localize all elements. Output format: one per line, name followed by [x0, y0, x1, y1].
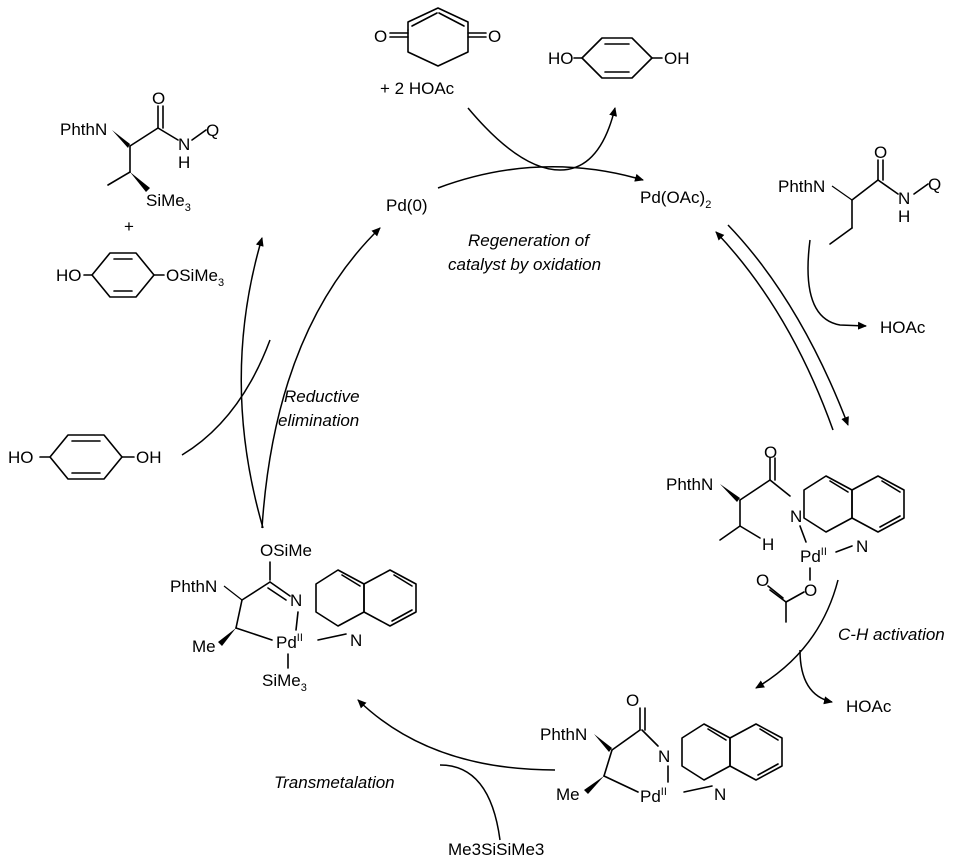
complex1-phthn: PhthN [666, 475, 713, 494]
arrow-reductive-elimination [240, 237, 264, 529]
product-o: O [152, 89, 165, 108]
product-sime3: SiMe3 [146, 191, 191, 214]
step-regeneration-line2: catalyst by oxidation [448, 255, 601, 274]
hq-left-oh: OH [136, 448, 162, 467]
step-regeneration-line1: Regeneration of [468, 231, 591, 250]
complex1-quinoline-n: N [856, 537, 868, 556]
complex2-o: O [626, 691, 639, 710]
palladacycle: PhthN O N Me PdII N [540, 691, 783, 806]
arrow-transmetalation [357, 699, 556, 771]
quinone-o-left: O [374, 27, 387, 46]
complex2-n: N [658, 747, 670, 766]
disilane-label: Me3SiSiMe3 [448, 840, 544, 859]
product-phthn: PhthN [60, 120, 107, 139]
product-molecule: PhthN O N H Q SiMe3 [60, 89, 219, 214]
substrate-molecule: PhthN O N H Q [778, 143, 941, 245]
substrate-n: N [898, 189, 910, 208]
arrow-pd0-to-pdoac2 [437, 166, 644, 189]
arrow-pdoac2-to-complex-forward [727, 224, 849, 426]
step-ch-activation: C-H activation [838, 625, 945, 644]
substrate-q: Q [928, 175, 941, 194]
hydroquinone-left: HO OH [8, 434, 162, 480]
complex1-oac-o: O [804, 581, 817, 600]
product-q: Q [206, 121, 219, 140]
pd-acetate-complex: PhthN O N H PdII N O O [666, 443, 905, 623]
quinone-o-right: O [488, 27, 501, 46]
hq-top-oh: OH [664, 49, 690, 68]
arrow-substrate-in [807, 239, 867, 330]
complex3-pd: PdII [276, 632, 303, 652]
hydroquinone-top: HO OH [548, 37, 690, 79]
substrate-phthn: PhthN [778, 177, 825, 196]
complex2-phthn: PhthN [540, 725, 587, 744]
complex3-sime3: SiMe3 [262, 671, 307, 694]
hoac-out-1: HOAc [880, 318, 926, 337]
complex2-pd: PdII [640, 786, 667, 806]
hq-left-ho: HO [8, 448, 34, 467]
hq-top-ho: HO [548, 49, 574, 68]
silyl-pd-complex: OSiMe PhthN N Me PdII N SiMe3 [170, 541, 417, 694]
complex1-pd: PdII [800, 546, 827, 566]
side-arrows [181, 107, 867, 841]
substrate-h: H [898, 207, 910, 226]
complex3-phthn: PhthN [170, 577, 217, 596]
cycle-arrows [240, 166, 849, 771]
complex2-quinoline-n: N [714, 785, 726, 804]
arrow-disilane-in [439, 764, 501, 841]
label-plus-2-hoac: + 2 HOAc [380, 79, 455, 98]
complex3-osime: OSiMe [260, 541, 312, 560]
arrow-quinone-in [467, 107, 618, 171]
complex3-n: N [290, 591, 302, 610]
complex2-me: Me [556, 785, 580, 804]
silyl-hq-osime3: OSiMe3 [166, 266, 224, 289]
substrate-o: O [874, 143, 887, 162]
step-reductive-line1: Reductive [284, 387, 360, 406]
silyl-hq-ho: HO [56, 266, 82, 285]
complex3-me: Me [192, 637, 216, 656]
silyl-hydroquinone: HO OSiMe3 [56, 252, 224, 298]
product-h: H [178, 153, 190, 172]
complex1-n: N [790, 507, 802, 526]
complex1-o: O [764, 443, 777, 462]
hoac-out-2: HOAc [846, 697, 892, 716]
benzoquinone: O O [374, 7, 501, 67]
pdoac2-label: Pd(OAc)2 [640, 188, 711, 211]
arrow-hoac-out [799, 649, 833, 705]
complex1-oac-carbonyl-o: O [756, 571, 769, 590]
step-reductive-line2: elimination [278, 411, 359, 430]
product-n: N [178, 135, 190, 154]
arrow-ch-activation [755, 579, 839, 689]
step-transmetalation: Transmetalation [274, 773, 395, 792]
arrow-complex-to-pdoac2-reverse [715, 231, 834, 431]
complex1-h: H [762, 535, 774, 554]
pd0-label: Pd(0) [386, 196, 428, 215]
arrow-pd0-entry [261, 227, 381, 529]
complex3-quinoline-n: N [350, 631, 362, 650]
product-plus: + [124, 217, 134, 236]
arrow-hydroquinone-in [181, 339, 271, 456]
